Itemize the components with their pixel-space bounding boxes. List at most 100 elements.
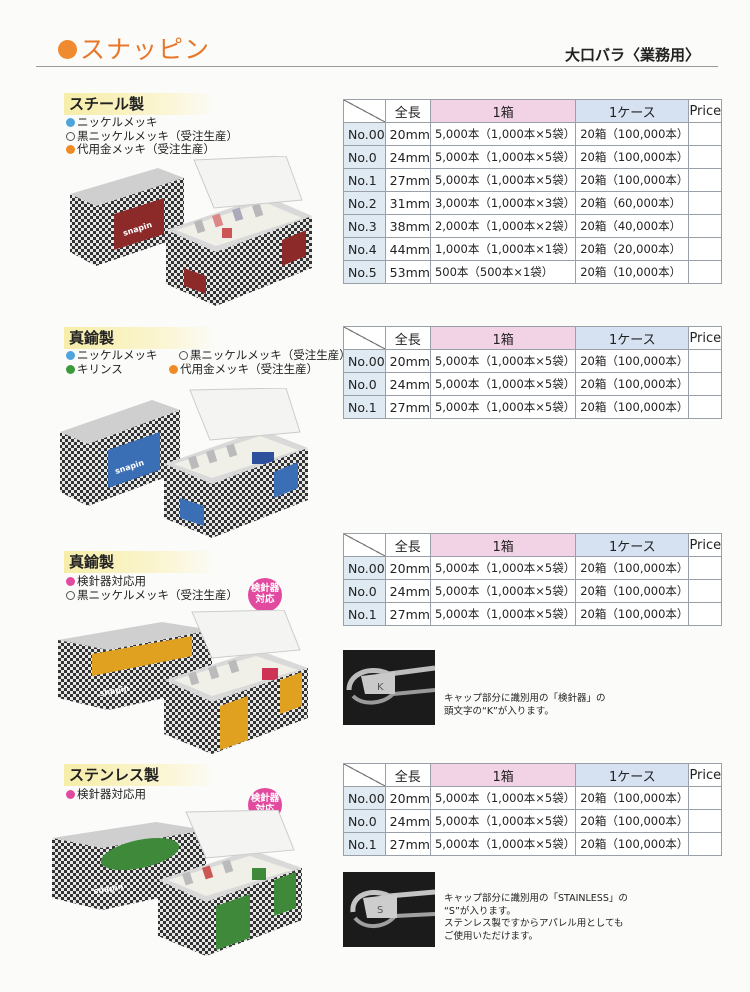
cell-box-quantity: 5,000本（1,000本×5袋） — [429, 832, 577, 856]
cell-price — [688, 191, 723, 215]
pink-dot-icon — [66, 577, 75, 586]
steel-finish-list: ニッケルメッキ 黒ニッケルメッキ（受注生産） 代用金メッキ（受注生産） — [66, 115, 238, 157]
cell-size-number: No.1 — [343, 602, 386, 626]
cell-box-quantity: 5,000本（1,000本×5袋） — [429, 809, 577, 833]
finish-label: 検針器対応用 — [77, 787, 146, 801]
cell-case-quantity: 20箱（100,000本） — [575, 122, 690, 146]
snapin-box-icon: snapin — [60, 387, 308, 538]
cell-box-quantity: 5,000本（1,000本×5袋） — [429, 349, 577, 373]
column-header-length: 全長 — [384, 326, 431, 350]
section-title-brass-needle: 真鍮製 — [64, 551, 217, 573]
cell-case-quantity: 20箱（100,000本） — [575, 579, 690, 603]
cell-box-quantity: 5,000本（1,000本×5袋） — [429, 122, 577, 146]
cell-case-quantity: 20箱（40,000本） — [575, 214, 690, 238]
cell-case-quantity: 20箱（10,000本） — [575, 260, 690, 284]
finish-item: 代用金メッキ（受注生産） — [66, 142, 238, 157]
cell-size-number: No.00 — [343, 122, 386, 146]
cell-length: 44mm — [384, 237, 431, 261]
cell-case-quantity: 20箱（100,000本） — [575, 602, 690, 626]
table-corner-cell — [343, 533, 386, 557]
cell-price — [688, 372, 723, 396]
note-line: ステンレス製ですからアパレル用としても — [444, 918, 624, 929]
green-dot-icon — [66, 364, 75, 374]
cell-size-number: No.1 — [343, 395, 386, 419]
cell-price — [688, 832, 723, 856]
note-line: キャップ部分に識別用の「STAINLESS」の — [444, 893, 628, 904]
cell-case-quantity: 20箱（60,000本） — [575, 191, 690, 215]
cell-length: 27mm — [384, 168, 431, 192]
cell-box-quantity: 5,000本（1,000本×5袋） — [429, 145, 577, 169]
cell-price — [688, 349, 723, 373]
finish-label: 代用金メッキ（受注生産） — [180, 361, 319, 376]
cell-price — [688, 556, 723, 580]
cell-size-number: No.0 — [343, 809, 386, 833]
column-header-case: 1ケース — [575, 763, 690, 787]
finish-item: 黒ニッケルメッキ（受注生産） — [66, 129, 238, 144]
snapin-box-icon: snapin — [70, 155, 312, 306]
column-header-price: Price — [688, 533, 723, 557]
finish-item: 黒ニッケルメッキ（受注生産） — [66, 587, 238, 603]
cell-size-number: No.2 — [343, 191, 386, 215]
column-header-box: 1箱 — [429, 326, 577, 350]
hollow-dot-icon — [66, 590, 75, 600]
cell-length: 24mm — [384, 579, 431, 603]
column-header-box: 1箱 — [429, 763, 577, 787]
column-header-case: 1ケース — [575, 533, 690, 557]
cell-price — [688, 260, 723, 284]
orange-dot-icon — [66, 145, 75, 154]
cell-case-quantity: 20箱（100,000本） — [575, 832, 690, 856]
cell-price — [688, 809, 723, 833]
cell-box-quantity: 1,000本（1,000本×1袋） — [429, 237, 577, 261]
cell-length: 27mm — [384, 832, 431, 856]
cell-price — [688, 395, 723, 419]
badge-text: 検針器対応 — [250, 793, 280, 815]
product-box-image-steel: snapin — [66, 155, 318, 318]
note-line: ご使用いただけます。 — [444, 930, 539, 942]
stainless-finish-list: 検針器対応用 — [66, 787, 146, 802]
table-corner-cell — [343, 763, 386, 787]
cell-price — [688, 602, 723, 626]
blue-dot-icon — [66, 118, 75, 127]
product-box-image-brass-needle: snapin — [52, 609, 314, 760]
cell-price — [688, 786, 723, 810]
cell-length: 20mm — [384, 122, 431, 146]
cell-length: 20mm — [384, 556, 431, 580]
cell-price — [688, 237, 723, 261]
cell-price — [688, 122, 723, 146]
finish-label: 黒ニッケルメッキ（受注生産） — [77, 587, 238, 602]
brass-needle-finish-list: 検針器対応用 黒ニッケルメッキ（受注生産） — [66, 574, 238, 603]
cell-case-quantity: 20箱（100,000本） — [575, 395, 690, 419]
column-header-box: 1箱 — [429, 533, 577, 557]
cell-box-quantity: 3,000本（1,000本×3袋） — [429, 191, 577, 215]
column-header-case: 1ケース — [575, 326, 690, 350]
finish-item: 検針器対応用 — [66, 574, 238, 589]
finish-label: 代用金メッキ（受注生産） — [77, 142, 215, 156]
cell-length: 38mm — [384, 214, 431, 238]
cap-note-k: キャップ部分に識別用の「検針器」の 頭文字の“K”が入ります。 — [444, 693, 606, 718]
hollow-dot-icon — [66, 131, 75, 141]
cell-size-number: No.4 — [343, 237, 386, 261]
column-header-price: Price — [688, 763, 723, 787]
cell-box-quantity: 5,000本（1,000本×5袋） — [429, 602, 577, 626]
cell-size-number: No.5 — [343, 260, 386, 284]
cell-case-quantity: 20箱（100,000本） — [575, 786, 690, 810]
cell-size-number: No.0 — [343, 372, 386, 396]
safety-pin-cap-icon: K — [343, 650, 435, 725]
finish-label: ニッケルメッキ — [77, 348, 158, 362]
column-header-length: 全長 — [384, 763, 431, 787]
product-box-image-brass: snapin — [56, 387, 314, 548]
finish-row: ニッケルメッキ 黒ニッケルメッキ（受注生産） — [66, 348, 351, 363]
